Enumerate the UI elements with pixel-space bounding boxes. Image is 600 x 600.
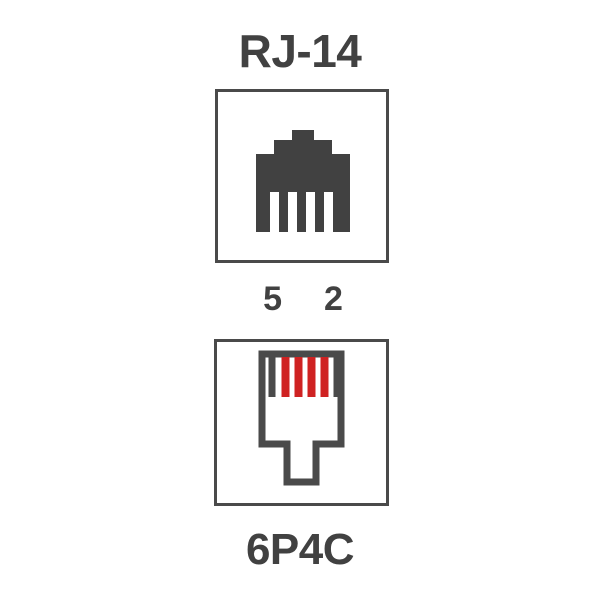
- pin-number-right: 2: [324, 280, 343, 318]
- page-subtitle: 6P4C: [245, 525, 355, 574]
- rj14-modular-plug-outline-icon: [258, 350, 345, 486]
- plug-body-outline: [258, 350, 345, 486]
- plug-pin-1: [268, 357, 276, 397]
- plug-outline-panel: [214, 339, 389, 506]
- jack-silhouette-panel: [215, 89, 389, 263]
- plug-pin-2: [281, 357, 290, 397]
- pin-number-left: 5: [263, 280, 282, 318]
- page-title: RJ-14: [238, 25, 362, 77]
- pin-number-row: 5 2: [216, 278, 390, 320]
- plug-pin-3: [294, 357, 303, 397]
- plug-pin-5: [320, 357, 329, 397]
- plug-pin-4: [307, 357, 316, 397]
- rj14-modular-jack-silhouette-icon: [256, 130, 350, 232]
- plug-pin-6: [333, 357, 341, 397]
- jack-body-shape: [256, 130, 350, 232]
